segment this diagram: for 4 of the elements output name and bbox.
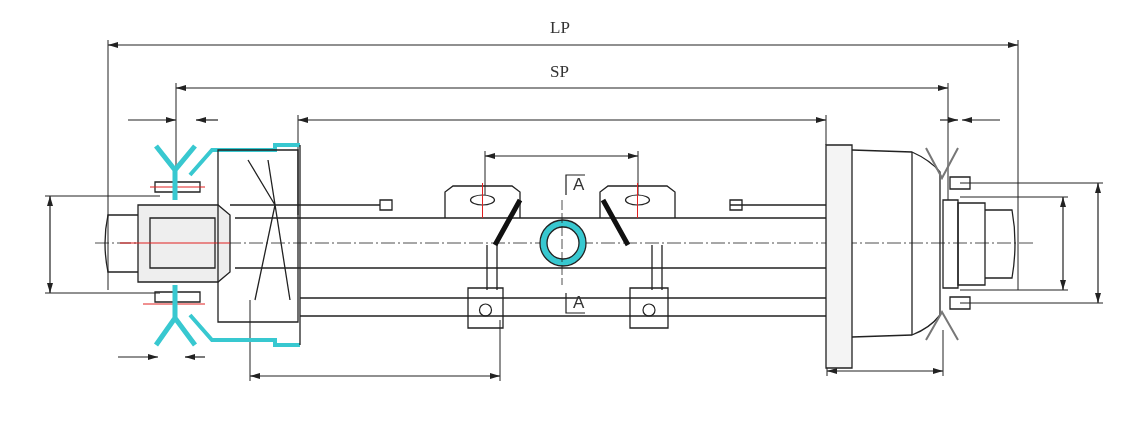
dimension-label: SP (550, 63, 569, 81)
section-label: A (573, 294, 585, 312)
dimension-label: LP (550, 19, 570, 37)
section-label: A (573, 176, 585, 194)
